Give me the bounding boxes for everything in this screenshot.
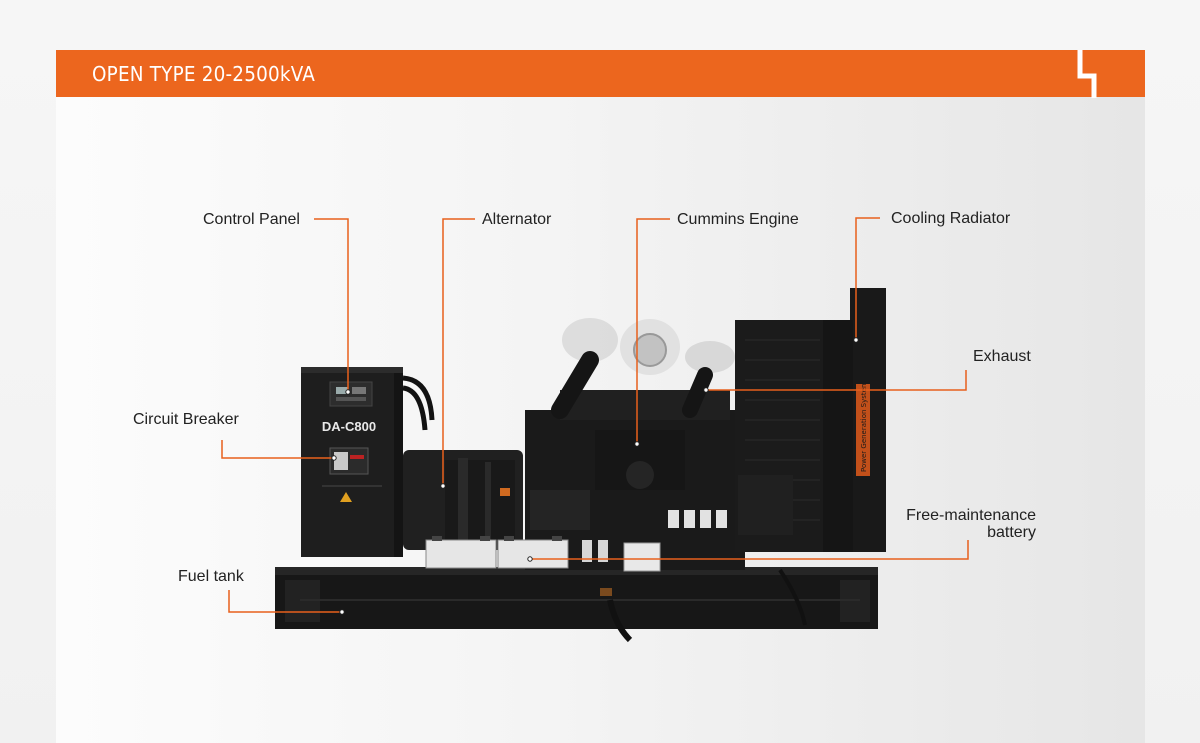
callout-line-circuit-breaker [221, 440, 334, 459]
label-alternator: Alternator [482, 211, 552, 228]
callout-point-fuel-tank [339, 609, 345, 615]
label-cummins-engine: Cummins Engine [677, 211, 799, 228]
label-battery: Free-maintenance battery [880, 507, 1036, 541]
callout-point-control-panel [345, 389, 351, 395]
radiator-decal [856, 384, 870, 476]
callout-line-control-panel [314, 218, 349, 390]
callout-line-fuel-tank [228, 590, 342, 613]
label-exhaust: Exhaust [973, 348, 1031, 365]
callout-lines [221, 217, 969, 613]
header-bar: OPEN TYPE 20-2500kVA [56, 50, 1145, 98]
callout-line-exhaust [706, 370, 967, 391]
callout-line-cooling-radiator [855, 217, 880, 339]
machine-model-text: DA-C800 [322, 419, 376, 434]
callout-point-cooling-radiator [853, 337, 859, 343]
callout-line-battery [532, 540, 969, 560]
callout-point-alternator [440, 483, 446, 489]
header-title: OPEN TYPE 20-2500kVA [92, 62, 316, 86]
label-fuel-tank: Fuel tank [178, 568, 244, 585]
callout-point-exhaust [703, 387, 709, 393]
label-cooling-radiator: Cooling Radiator [891, 210, 1011, 227]
battery-shape [425, 539, 497, 569]
callout-line-cummins-engine [636, 218, 670, 443]
callout-point-circuit-breaker [331, 455, 337, 461]
callout-points [331, 337, 859, 615]
callout-point-battery [527, 556, 533, 562]
callout-point-cummins-engine [634, 441, 640, 447]
fuel-tank-shape [275, 567, 878, 629]
label-battery-line1: Free-maintenance [906, 507, 1036, 524]
label-battery-line2: battery [987, 524, 1036, 541]
callout-line-alternator [442, 218, 475, 485]
label-circuit-breaker: Circuit Breaker [133, 411, 239, 428]
radiator-decal-text: Power Generation System [860, 381, 868, 472]
generator-illustration: DA-C800 [275, 288, 886, 643]
brand-logo-icon [1077, 50, 1097, 98]
label-control-panel: Control Panel [203, 211, 300, 228]
